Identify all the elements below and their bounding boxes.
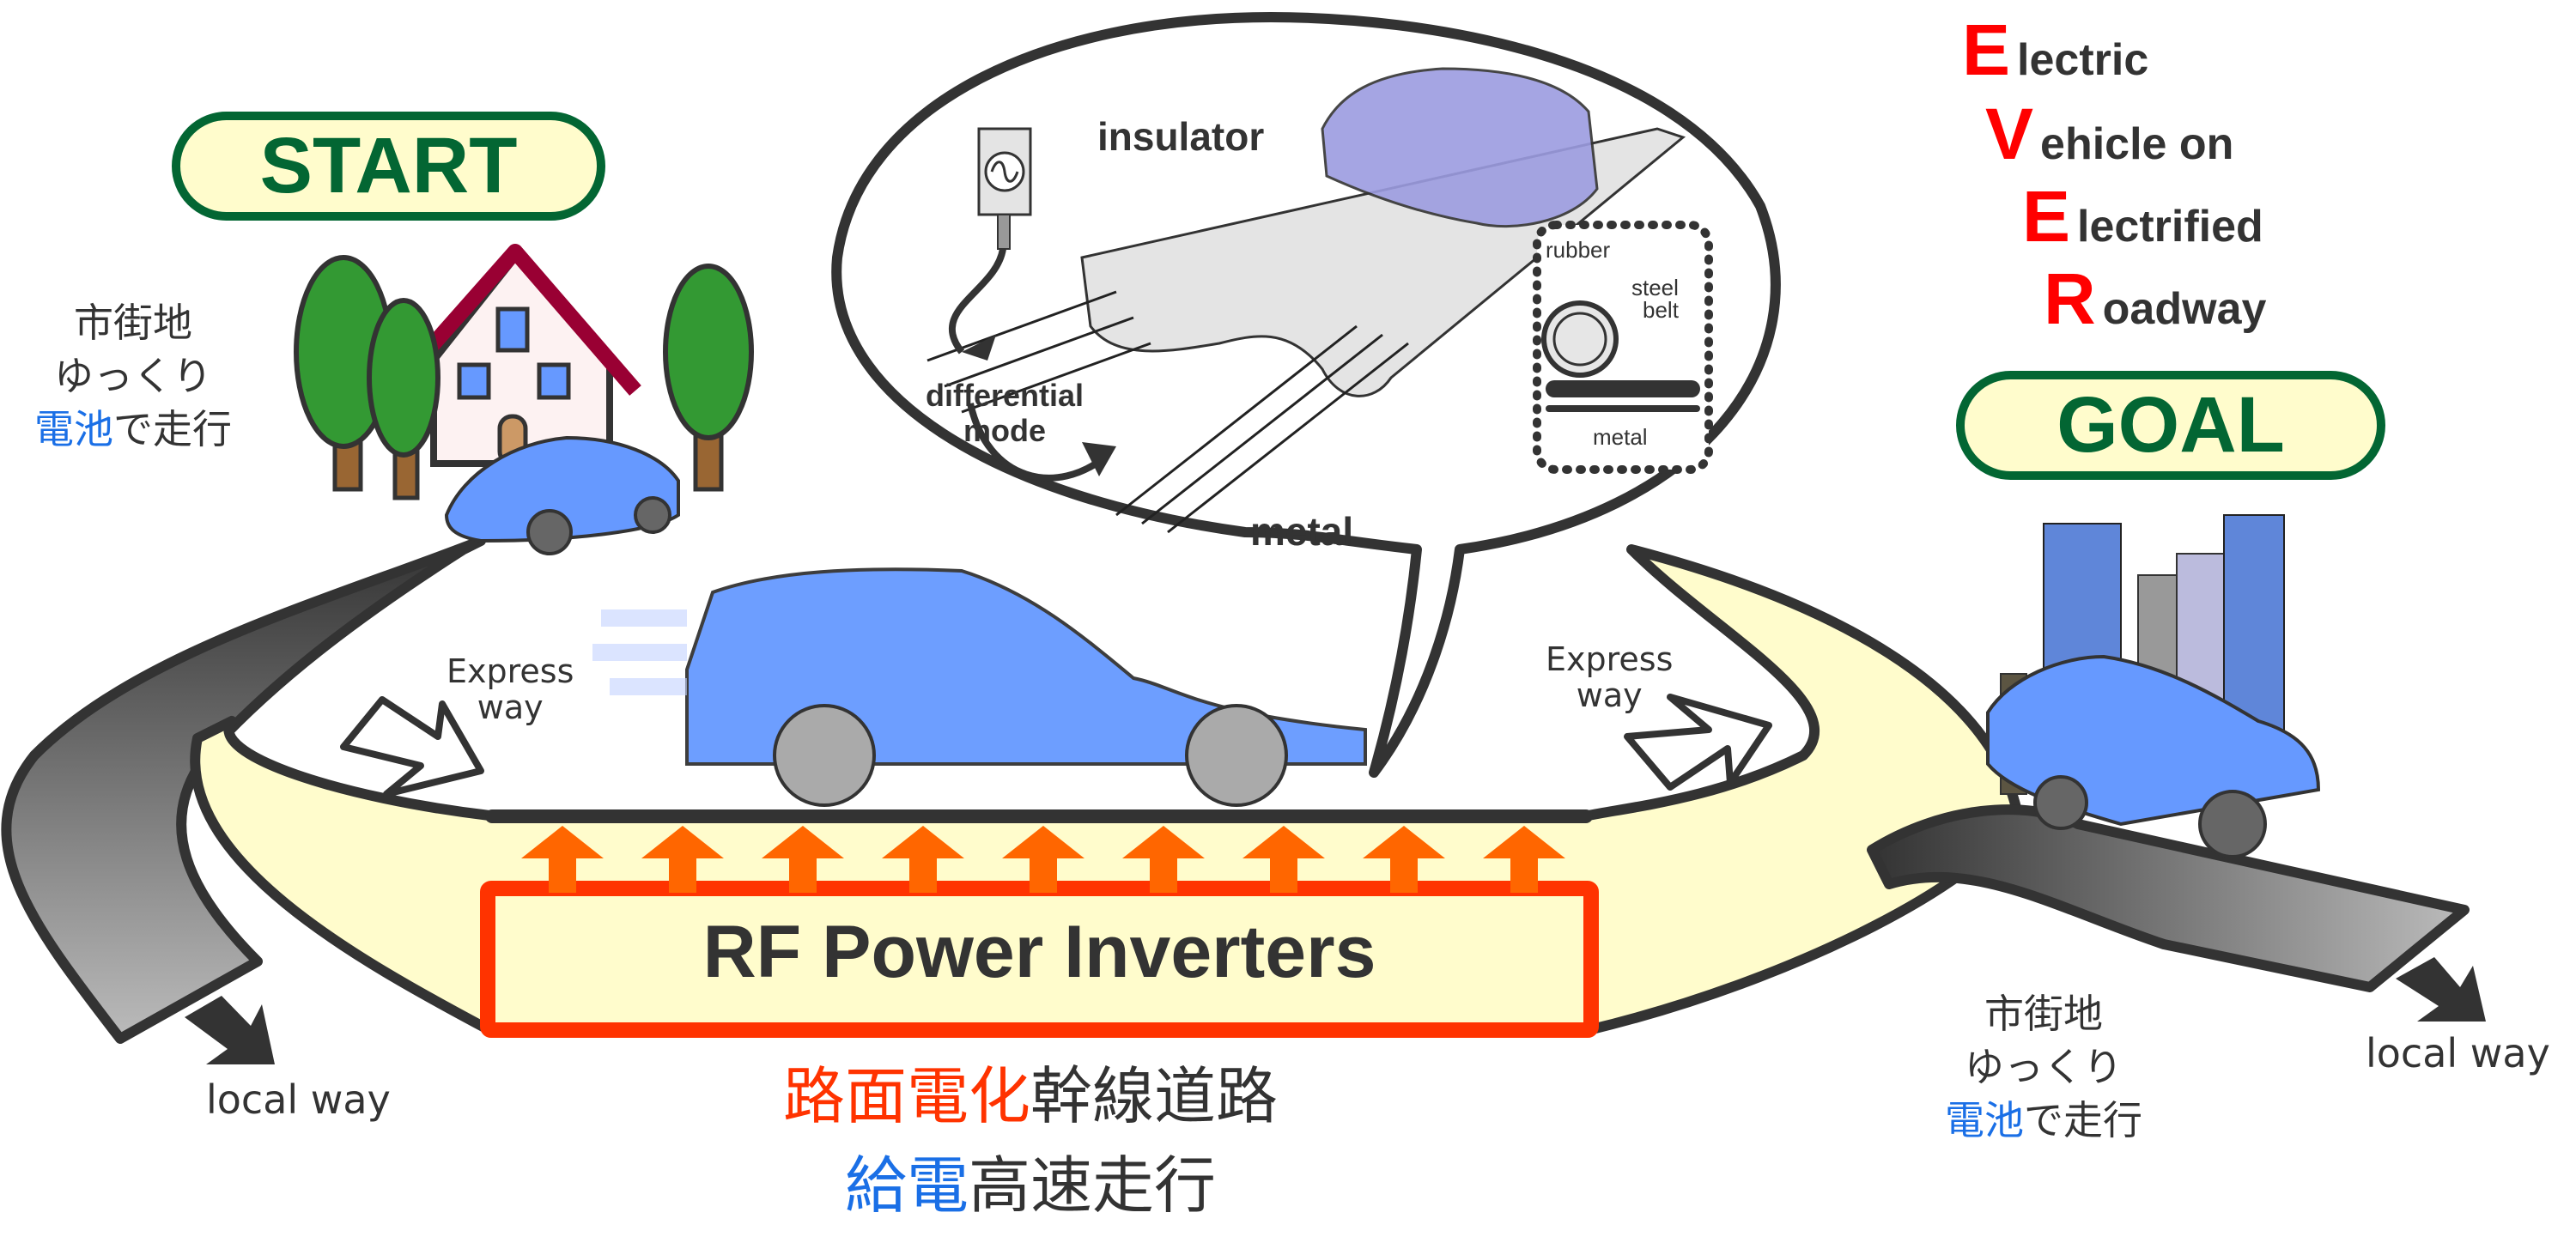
expressway-arrow-right	[1624, 694, 1772, 791]
local-way-arrow-right	[2396, 957, 2486, 1022]
power-arrows	[521, 826, 1565, 893]
inset-metal-label: metal	[1593, 424, 1648, 450]
local-way-label-right: local way	[2366, 1030, 2550, 1076]
power-arrow-icon	[1002, 826, 1084, 893]
expressway-label-left: Express way	[447, 652, 574, 726]
expressway-label-right: Express way	[1546, 640, 1674, 714]
electrified-road-surface	[485, 809, 1593, 823]
car-goal-icon	[1986, 654, 2321, 858]
ac-source-icon	[948, 127, 1116, 482]
power-arrow-icon	[882, 826, 964, 893]
house-icon	[398, 244, 641, 467]
inset-steel-belt-label: steel belt	[1631, 275, 1679, 323]
power-arrow-icon	[1122, 826, 1205, 893]
power-arrow-icon	[1483, 826, 1565, 893]
steel-belt-bar	[1546, 380, 1700, 397]
inverter-label: RF Power Inverters	[702, 911, 1376, 993]
power-arrow-icon	[1242, 826, 1325, 893]
start-area-description: 市街地 ゆっくり 電池で走行	[34, 300, 232, 453]
local-road-right	[1867, 804, 2470, 992]
expressway-arrow-left	[340, 696, 484, 797]
ghost-car-icon	[1321, 67, 1599, 228]
tree-icon	[294, 255, 754, 500]
start-label: START	[259, 122, 518, 209]
local-way-arrow-left	[185, 996, 275, 1064]
start-badge: START	[172, 112, 605, 221]
local-way-label-left: local way	[206, 1076, 391, 1123]
power-arrow-icon	[641, 826, 724, 893]
wheel-rim	[1552, 312, 1607, 367]
local-road-left	[1, 536, 486, 1044]
goal-label: GOAL	[2057, 381, 2285, 469]
power-arrow-icon	[762, 826, 844, 893]
power-arrow-icon	[521, 826, 604, 893]
bottom-caption: 路面電化幹線道路 給電高速走行	[782, 1060, 1279, 1222]
inset-rubber-label: rubber	[1546, 237, 1611, 263]
goal-area-description: 市街地 ゆっくり 電池で走行	[1945, 991, 2142, 1144]
car-start-icon	[444, 435, 680, 555]
power-arrow-icon	[1363, 826, 1445, 893]
goal-badge: GOAL	[1956, 371, 2385, 480]
car-express-icon	[592, 567, 1367, 807]
differential-mode-label: differential mode	[926, 378, 1084, 449]
metal-mesh	[927, 290, 1409, 534]
metal-layer-bar	[1546, 405, 1700, 412]
metal-label: metal	[1250, 509, 1354, 554]
insulator-label: insulator	[1097, 114, 1265, 159]
